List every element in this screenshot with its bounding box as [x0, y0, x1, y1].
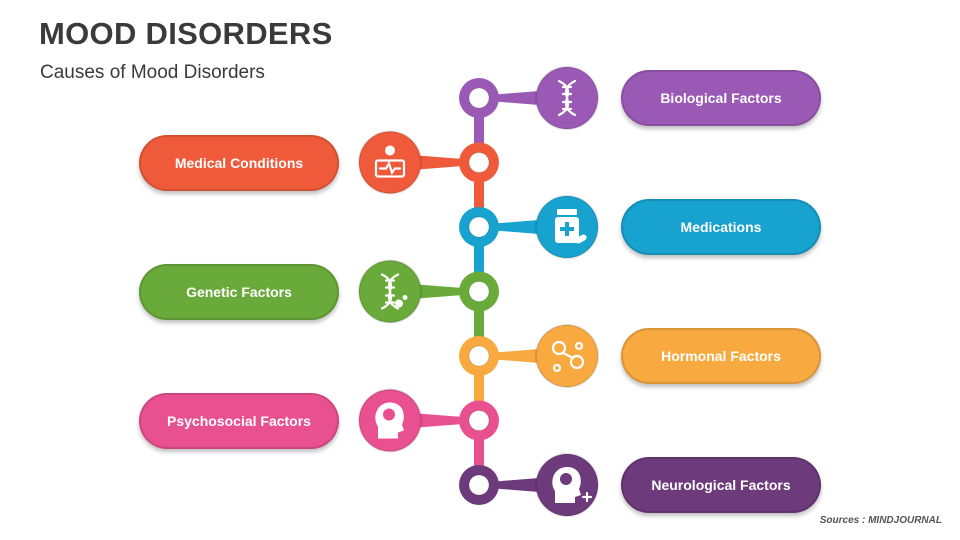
connector	[418, 155, 469, 170]
dna-icon	[535, 66, 599, 130]
page-title: MOOD DISORDERS	[39, 16, 333, 51]
factor-label-pill: Neurological Factors	[621, 457, 821, 513]
hormone-molecule-icon	[535, 324, 599, 388]
connector	[418, 413, 469, 428]
factor-label-pill: Medications	[621, 199, 821, 255]
factor-label-pill: Psychosocial Factors	[139, 392, 339, 449]
dna-molecule-icon	[358, 259, 422, 324]
factor-label-pill: Hormonal Factors	[621, 328, 821, 384]
connector	[418, 284, 469, 299]
factor-label-pill: Genetic Factors	[139, 263, 339, 320]
connector	[489, 349, 539, 363]
factor-label-pill: Biological Factors	[621, 70, 821, 126]
connector	[489, 91, 539, 105]
page-subtitle: Causes of Mood Disorders	[40, 62, 265, 83]
medical-monitor-icon	[358, 130, 422, 195]
connector	[489, 220, 539, 234]
connector	[489, 478, 539, 492]
head-brain-icon	[358, 388, 422, 453]
medicine-bottle-icon	[535, 195, 599, 259]
source-note: Sources : MINDJOURNAL	[819, 515, 942, 526]
factor-label-pill: Medical Conditions	[139, 134, 339, 191]
brain-plus-icon	[535, 453, 599, 517]
